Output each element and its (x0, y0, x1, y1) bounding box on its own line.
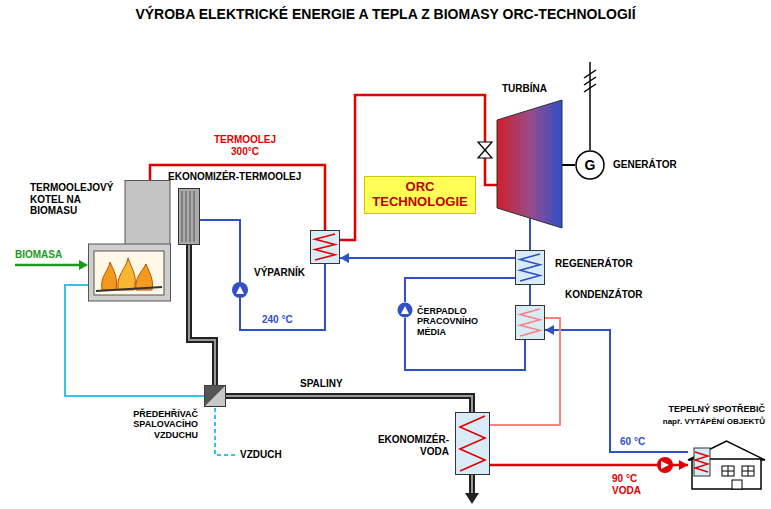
node-label: např. VYTÁPĚNÍ OBJEKTŮ (663, 417, 765, 426)
air-inlet-line (215, 408, 235, 455)
edge-label: SPALINY (300, 378, 343, 390)
node-label: TEPELNÝ SPOTŘEBIČ (668, 404, 765, 414)
turbine-shape (497, 100, 562, 228)
boiler-node: TERMOOLEJOVÝ KOTEL NA BIOMASU (88, 180, 176, 302)
arrow-head (340, 253, 349, 263)
boiler-label: TERMOOLEJOVÝ KOTEL NA BIOMASU (30, 182, 122, 217)
temperature-label: 90 °C VODA (612, 473, 652, 496)
node-label: EKONOMIZÉR-VODA (351, 434, 449, 457)
generator: GGENERÁTOR (575, 150, 605, 180)
pipe-line (340, 95, 497, 240)
pipe-line (545, 325, 688, 452)
node-label: PŘEDEHŘÍVAČ SPALOVACÍHO VZDUCHU (104, 409, 198, 440)
oil-economizer: EKONOMIZÉR-TERMOOLEJ (178, 188, 200, 245)
water-economizer: EKONOMIZÉR-VODA (455, 412, 490, 475)
temperature-label: 60 °C (620, 436, 645, 448)
grid-connection (584, 62, 596, 150)
flue-gas-duct (189, 245, 215, 385)
node-label: ČERPADLO PRACOVNÍHO MÉDIA (417, 306, 493, 337)
node-label: TURBÍNA (502, 83, 547, 95)
pipe-line (530, 228, 531, 250)
oil-pump (232, 282, 248, 298)
node-label: VÝPARNÍK (254, 267, 305, 279)
medium-pump-shape (397, 302, 413, 318)
arrow-head (679, 460, 688, 470)
boiler-node-shape (88, 180, 176, 302)
pipe-line (530, 285, 531, 305)
node-label: GENERÁTOR (613, 159, 677, 171)
diagram-title: VÝROBA ELEKTRICKÉ ENERGIE A TEPLA Z BIOM… (0, 6, 771, 22)
pipe-line (405, 278, 515, 302)
orc-box: ORC TECHNOLOGIE (364, 176, 476, 214)
biomass-feed-arrow (15, 260, 88, 270)
condenser: KONDENZÁTOR (515, 305, 545, 340)
pipe-line (200, 220, 325, 330)
flue-gas-duct (226, 396, 472, 412)
node-label: EKONOMIZÉR-TERMOOLEJ (168, 171, 301, 183)
generator-symbol: G (575, 150, 605, 180)
oil-economizer-shape (178, 188, 200, 245)
water-economizer-shape (455, 412, 490, 475)
node-label: KONDENZÁTOR (565, 289, 643, 301)
condenser-shape (515, 305, 545, 340)
heat-consumer: TEPELNÝ SPOTŘEBIČnapř. VYTÁPĚNÍ OBJEKTŮ (688, 440, 765, 490)
arrow-head (545, 325, 554, 335)
medium-pump: ČERPADLO PRACOVNÍHO MÉDIA (397, 302, 413, 318)
water-pump (657, 457, 673, 473)
regenerator-shape (515, 250, 545, 285)
evaporator-shape (310, 230, 340, 264)
pipe-line (340, 253, 515, 263)
pipe-line (65, 285, 204, 396)
air-preheater-shape (204, 385, 226, 407)
regenerator: REGENERÁTOR (515, 250, 545, 285)
input-label: VZDUCH (240, 449, 282, 461)
evaporator: VÝPARNÍK (310, 230, 340, 264)
heat-consumer-shape (688, 440, 765, 490)
temperature-label: 240 °C (262, 314, 293, 326)
turbine: TURBÍNA (497, 100, 562, 228)
temperature-label: TERMOOLEJ 300°C (212, 134, 278, 157)
node-label: ORC TECHNOLOGIE (370, 180, 470, 210)
control-valve (478, 142, 492, 158)
node-label: REGENERÁTOR (555, 258, 633, 270)
input-label: BIOMASA (15, 249, 62, 261)
air-preheater: PŘEDEHŘÍVAČ SPALOVACÍHO VZDUCHU (204, 385, 226, 407)
flue-gas-outlet (465, 475, 479, 504)
pipe-line (562, 165, 575, 166)
